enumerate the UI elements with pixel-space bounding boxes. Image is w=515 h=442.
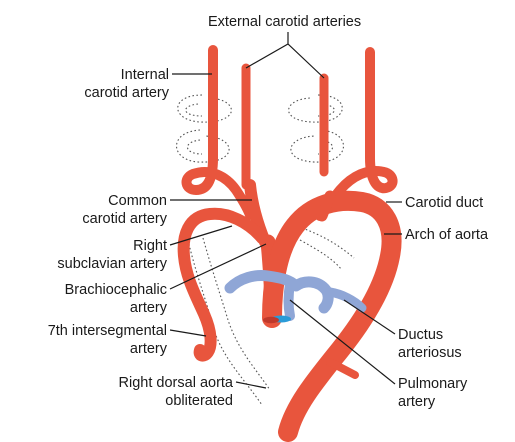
label-external-carotid-arteries: External carotid arteries [208, 14, 361, 30]
label-dorsal-aorta-line1: Right dorsal aorta [119, 375, 234, 391]
label-common-carotid-line1: Common [108, 193, 167, 209]
ductus-arteriosus [330, 292, 362, 308]
label-intersegmental-line2: artery [130, 341, 168, 357]
pulmonary-trunk [289, 284, 291, 316]
pulmonary-system [230, 276, 362, 317]
label-pulmonary-line1: Pulmonary [398, 376, 468, 392]
label-common-carotid-line2: carotid artery [82, 211, 167, 227]
labels: External carotid arteries Internal carot… [48, 14, 489, 410]
label-right-subclavian-line2: subclavian artery [57, 256, 167, 272]
right-internal-carotid-artery [187, 50, 250, 215]
aorta-cut-end [263, 317, 279, 323]
label-ductus-line2: arteriosus [398, 345, 462, 361]
label-pulmonary-line2: artery [398, 394, 436, 410]
label-internal-carotid-line2: carotid artery [84, 85, 169, 101]
label-arch-of-aorta: Arch of aorta [405, 227, 489, 243]
label-internal-carotid-line1: Internal [121, 67, 169, 83]
label-brachiocephalic-line1: Brachiocephalic [65, 282, 167, 298]
label-right-subclavian-line1: Right [133, 238, 167, 254]
label-intersegmental-line1: 7th intersegmental [48, 323, 167, 339]
label-ductus-line1: Ductus [398, 327, 443, 343]
label-brachiocephalic-line2: artery [130, 300, 168, 316]
label-dorsal-aorta-line2: obliterated [165, 393, 233, 409]
left-common-carotid-artery [322, 196, 330, 216]
label-carotid-duct: Carotid duct [405, 195, 483, 211]
